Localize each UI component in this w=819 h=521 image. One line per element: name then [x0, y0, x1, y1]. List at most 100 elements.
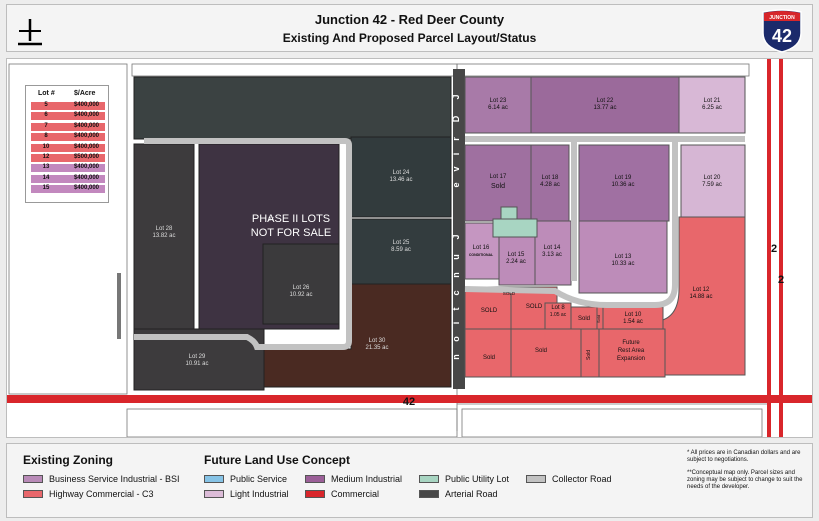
lot22-name: Lot 22 — [597, 98, 614, 104]
lot14-area: 3.13 ac — [542, 252, 562, 258]
price-table-lot: 10 — [42, 143, 50, 150]
lot23-name: Lot 23 — [490, 98, 507, 104]
lot8 — [544, 302, 572, 330]
svg-text:J: J — [451, 94, 461, 99]
legend-label-c3: Highway Commercial - C3 — [49, 489, 154, 499]
lot22-area: 13.77 ac — [593, 105, 616, 111]
lot21-area: 6.25 ac — [702, 105, 722, 111]
lot-labels: Lot 23 6.14 ac Lot 22 13.77 ac Lot 21 6.… — [152, 98, 721, 367]
lot28-area: 13.82 ac — [152, 233, 175, 239]
price-table-price: $400,000 — [73, 112, 99, 119]
legend: Existing Zoning Future Land Use Concept … — [6, 443, 813, 518]
lot15-name: Lot 15 — [508, 252, 525, 258]
sold-label-lot2: Sold — [535, 348, 547, 354]
highway-42-label: 42 — [403, 396, 415, 408]
lot19 — [578, 144, 670, 222]
highway-2-label-b: 2 — [778, 274, 784, 286]
legend-item-commercial: Commercial — [305, 489, 379, 499]
lot28 — [133, 143, 195, 330]
svg-text:n: n — [451, 354, 461, 360]
legend-existing-title: Existing Zoning — [23, 453, 113, 467]
legend-item-medium-industrial: Medium Industrial — [305, 474, 402, 484]
sold-label-lot7: SOLD — [526, 304, 543, 310]
legend-item-arterial-road: Arterial Road — [419, 489, 498, 499]
price-table-price: $400,000 — [73, 143, 99, 150]
note-prices: * All prices are in Canadian dollars and… — [687, 450, 801, 463]
public-utility-lot-small — [500, 206, 518, 220]
legend-swatch-bsi — [23, 475, 43, 483]
price-table-price: $400,000 — [73, 174, 99, 181]
public-utility-lot — [492, 218, 538, 238]
legend-label-light-industrial: Light Industrial — [230, 489, 289, 499]
map-area: J D r i v e J u n c t i o n — [6, 58, 813, 438]
collector-road-east — [464, 136, 745, 308]
svg-text:r: r — [451, 137, 461, 141]
price-table-row: 5$400,000 — [31, 102, 105, 110]
price-table-price: $500,000 — [73, 154, 99, 160]
svg-text:i: i — [451, 322, 461, 325]
legend-future-title: Future Land Use Concept — [204, 453, 351, 467]
legend-item-public-utility: Public Utility Lot — [419, 474, 509, 484]
map-edge-mark — [117, 273, 121, 339]
legend-swatch-commercial — [305, 490, 325, 498]
legend-swatch-collector-road — [526, 475, 546, 483]
lot26-area: 10.92 ac — [289, 292, 312, 298]
svg-text:Future: Future — [622, 340, 640, 346]
legend-item-light-industrial: Light Industrial — [204, 489, 289, 499]
legend-label-medium-industrial: Medium Industrial — [331, 474, 403, 484]
lot1 — [464, 328, 512, 378]
shield-top-text: JUNCTION — [769, 15, 795, 21]
lot26-name: Lot 26 — [293, 285, 310, 291]
price-table-lot-header: Lot # — [38, 90, 55, 97]
lot25-name: Lot 25 — [393, 240, 410, 246]
legend-swatch-public-service — [204, 475, 224, 483]
price-table-row: 10 $400,000 — [31, 143, 105, 152]
highway-42 — [7, 395, 812, 403]
page-title: Junction 42 - Red Deer County — [314, 12, 505, 27]
sold-label-lot9: Sold — [578, 316, 590, 322]
legend-label-public-service: Public Service — [230, 474, 288, 484]
svg-text:o: o — [451, 336, 461, 342]
svg-text:i: i — [451, 153, 461, 156]
price-table-lot: 13 — [42, 164, 50, 171]
lot30-area: 21.35 ac — [365, 345, 388, 351]
legend-label-arterial-road: Arterial Road — [445, 489, 498, 499]
svg-text:c: c — [451, 290, 461, 295]
lot25 — [350, 218, 452, 285]
lot23-area: 6.14 ac — [488, 105, 508, 111]
legend-swatch-arterial-road — [419, 490, 439, 498]
lot14-name: Lot 14 — [544, 245, 561, 251]
lot10 — [602, 306, 664, 330]
sold-labels: SOLD SOLD SOLD Sold Sold Sold Sold Sold — [481, 291, 601, 361]
lot18-area: 4.28 ac — [540, 182, 560, 188]
junction-drive-road — [453, 69, 465, 389]
sold-label-lot5: SOLD — [481, 308, 498, 314]
lot2 — [510, 328, 582, 378]
lot15-area: 2.24 ac — [506, 259, 526, 265]
lot17 — [464, 144, 532, 222]
lot13-name: Lot 13 — [615, 254, 632, 260]
header: Junction 42 - Red Deer County Existing A… — [6, 4, 813, 53]
lot19-area: 10.36 ac — [611, 182, 634, 188]
price-table-lot: 6 — [44, 112, 48, 119]
legend-label-public-utility: Public Utility Lot — [445, 474, 510, 484]
lot8-name: Lot 8 — [551, 305, 565, 311]
price-table-row: 6 $400,000 — [31, 112, 105, 121]
highway-2-label-a: 2 — [771, 243, 777, 255]
lot28-name: Lot 28 — [156, 226, 173, 232]
legend-swatch-c3 — [23, 490, 43, 498]
lot17-name: Lot 17 — [490, 174, 507, 180]
lot12-name: Lot 12 — [693, 287, 710, 293]
lot13 — [578, 220, 668, 294]
price-table-price: $400,000 — [73, 185, 99, 192]
price-table-lot: 7 — [44, 122, 48, 129]
legend-item-c3: Highway Commercial - C3 — [23, 489, 154, 499]
lot-north-strip — [133, 76, 452, 140]
lot16-name: Lot 16 — [473, 245, 490, 251]
legend-label-collector-road: Collector Road — [552, 474, 612, 484]
legend-item-public-service: Public Service — [204, 474, 287, 484]
svg-text:D: D — [451, 115, 461, 122]
price-table-lot: 5 — [44, 102, 48, 108]
sold-label-lot3: Sold — [586, 350, 592, 360]
lot15 — [498, 236, 536, 286]
